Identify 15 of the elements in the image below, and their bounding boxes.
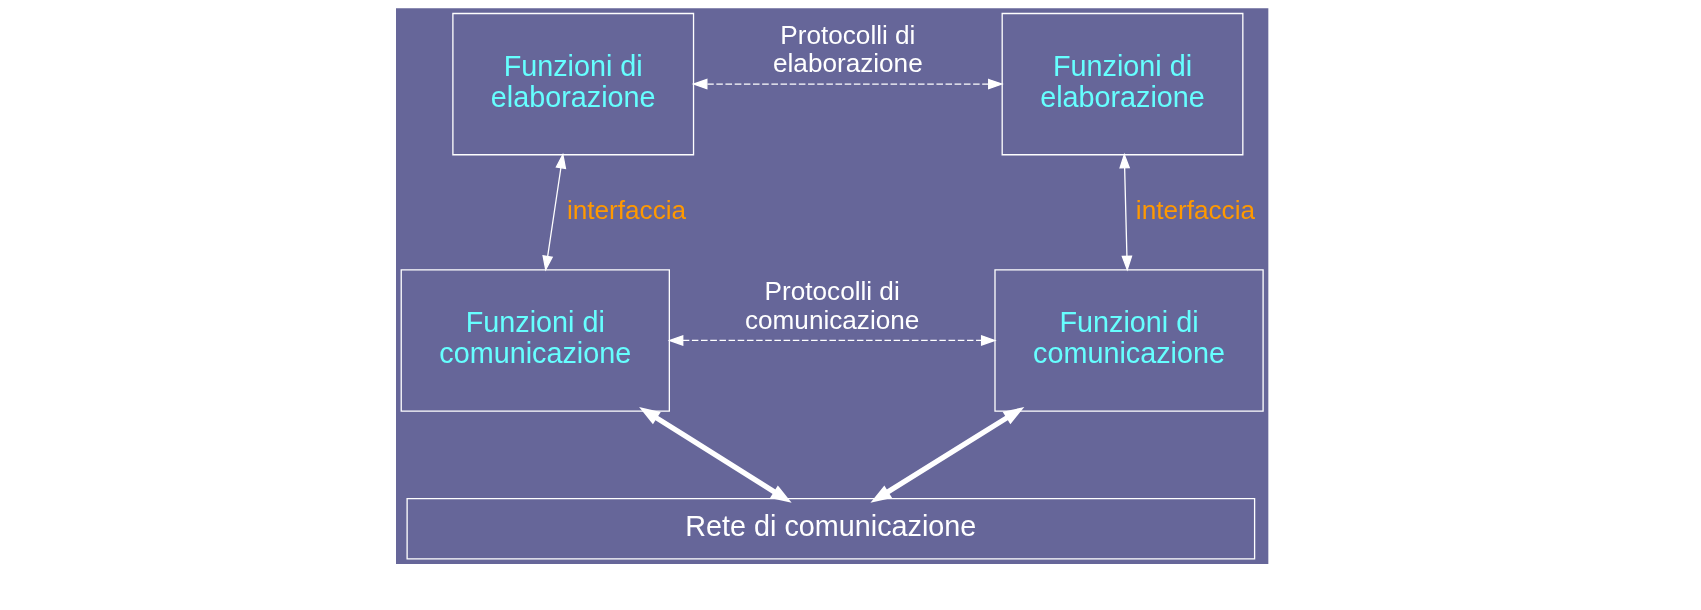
node-box: Funzioni di comunicazione [993, 269, 1264, 412]
arrow [691, 78, 1004, 90]
edge-label: interfaccia [1135, 194, 1255, 225]
edge-label: interfaccia [566, 194, 686, 225]
node-box: Funzioni di comunicazione [400, 269, 670, 412]
node-box: Rete di comunicazione [405, 498, 1255, 560]
edge-label: Protocolli di comunicazione [744, 275, 919, 335]
arrow [667, 334, 997, 346]
arrow [1118, 152, 1132, 272]
arrow [869, 407, 1024, 503]
arrow [541, 152, 566, 272]
arrow [638, 406, 792, 503]
node-box: Funzioni di elaborazione [1001, 12, 1243, 156]
node-box: Funzioni di elaborazione [451, 12, 694, 156]
edge-label: Protocolli di elaborazione [772, 19, 923, 79]
